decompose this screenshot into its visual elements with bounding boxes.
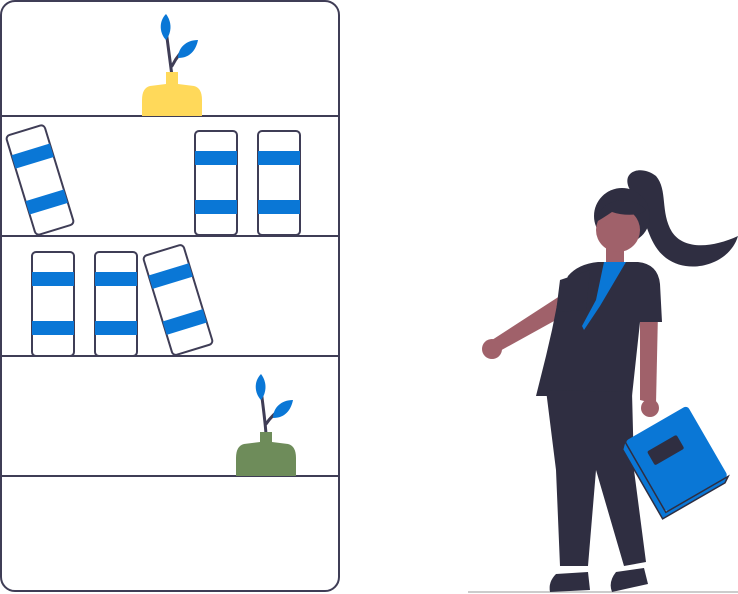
left-hand	[482, 339, 502, 359]
left-shoe	[549, 572, 590, 592]
held-book	[621, 406, 730, 520]
plant-leaf	[160, 14, 171, 40]
book	[5, 124, 75, 236]
green-pot	[236, 432, 296, 476]
book	[194, 130, 238, 236]
left-arm	[492, 292, 574, 352]
potted-plant-green	[236, 374, 296, 476]
plant-leaf	[255, 374, 266, 400]
face	[596, 208, 640, 252]
book	[94, 251, 138, 357]
plant-leaf	[178, 40, 198, 58]
ponytail	[627, 170, 738, 267]
hair-fringe	[596, 200, 646, 222]
book	[257, 130, 301, 236]
plant-leaf	[273, 400, 293, 418]
trousers	[546, 390, 646, 566]
book	[142, 244, 214, 356]
right-arm	[640, 310, 658, 404]
yellow-pot	[142, 72, 202, 116]
book	[31, 251, 75, 357]
right-shoe	[610, 568, 648, 592]
bag-strap	[582, 262, 626, 330]
right-hand	[641, 399, 659, 417]
left-sleeve	[556, 270, 590, 312]
person	[482, 170, 738, 592]
potted-plant-yellow	[142, 14, 202, 116]
